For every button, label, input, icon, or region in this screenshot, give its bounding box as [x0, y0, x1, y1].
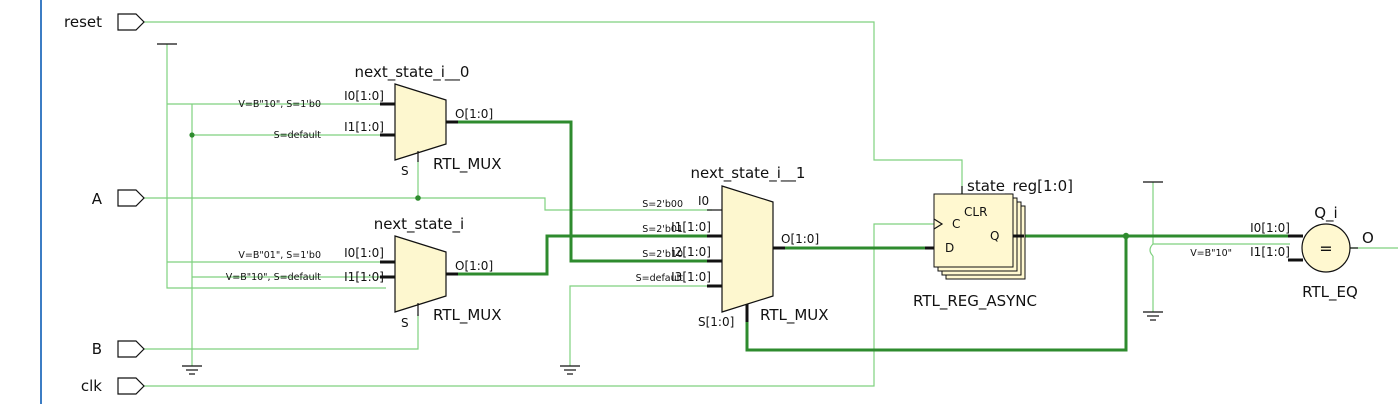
cell-instance-name: Q_i — [1314, 204, 1337, 223]
pin-label: S — [401, 316, 409, 330]
buses — [448, 120, 1290, 352]
register-state-reg[interactable]: state_reg[1:0] C CLR D Q RTL_REG_ASYNC — [913, 177, 1073, 311]
pin-label: I1[1:0] — [671, 220, 711, 234]
input-port-icon — [117, 13, 145, 31]
pin-label: S[1:0] — [698, 315, 734, 329]
pin-condition: V=B"10" — [1190, 248, 1232, 259]
port-label: O — [1362, 229, 1374, 247]
pin-label: I1[1:0] — [344, 270, 384, 284]
cell-instance-name: next_state_i__1 — [691, 164, 806, 183]
pin-label: O[1:0] — [455, 107, 493, 121]
equals-icon: = — [1319, 239, 1332, 258]
pin-label: O[1:0] — [781, 232, 819, 246]
ground-symbols — [157, 43, 1163, 375]
port-label: A — [92, 190, 103, 208]
cell-instance-name: next_state_i — [374, 215, 464, 234]
port-label: reset — [64, 13, 102, 31]
junction-dot — [415, 195, 421, 201]
pin-condition: V=B"10", S=default — [226, 272, 322, 283]
input-port-icon — [117, 377, 145, 395]
pin-label: I0[1:0] — [1250, 221, 1290, 235]
junction-dot — [189, 132, 195, 138]
pin-condition: V=B"01", S=1'b0 — [238, 250, 321, 261]
cell-type: RTL_MUX — [433, 155, 502, 174]
port-label: B — [92, 340, 102, 358]
pin-label: S — [401, 164, 409, 178]
pin-condition: S=2'b01 — [642, 224, 683, 235]
cell-type: RTL_MUX — [433, 306, 502, 325]
cell-instance-name: next_state_i__0 — [355, 63, 470, 82]
pin-condition: S=2'b00 — [642, 199, 683, 210]
port-b[interactable]: B — [92, 340, 145, 358]
mux-next-state-i-1[interactable]: next_state_i__1 S=2'b00 S=2'b01 S=2'b10 … — [636, 164, 829, 329]
cell-type: RTL_EQ — [1302, 283, 1358, 302]
pin-label: I3[1:0] — [671, 270, 711, 284]
mux-shape — [721, 185, 774, 313]
mux-shape — [394, 83, 447, 161]
pin-label: I0[1:0] — [344, 246, 384, 260]
port-label: clk — [81, 377, 102, 395]
pin-condition: S=default — [274, 130, 322, 141]
pin-label: I0 — [698, 194, 709, 208]
wires — [144, 21, 1398, 387]
pin-label: CLR — [964, 205, 987, 219]
pin-label: Q — [990, 229, 999, 243]
clock-triangle-icon — [933, 218, 944, 230]
port-reset[interactable]: reset — [64, 13, 145, 31]
ground-icon — [560, 365, 580, 375]
pin-label: C — [952, 217, 960, 231]
pin-condition: V=B"10", S=1'b0 — [238, 99, 321, 110]
comparator-q-i[interactable]: Q_i = V=B"10" I0[1:0] I1[1:0] RTL_EQ — [1190, 204, 1358, 302]
input-port-icon — [117, 340, 145, 358]
port-o[interactable]: O — [1362, 229, 1374, 247]
cell-type: RTL_MUX — [760, 306, 829, 325]
ground-icon — [1143, 311, 1163, 321]
ground-icon — [182, 365, 202, 375]
mux-next-state-i[interactable]: next_state_i V=B"01", S=1'b0 V=B"10", S=… — [226, 215, 502, 330]
port-a[interactable]: A — [92, 189, 145, 208]
pin-condition: S=2'b10 — [642, 249, 683, 260]
junction-dot — [1122, 232, 1130, 240]
register-body — [933, 193, 1014, 268]
pin-label: I2[1:0] — [671, 245, 711, 259]
pin-label: O[1:0] — [455, 259, 493, 273]
mux-shape — [394, 235, 447, 313]
cell-instance-name: state_reg[1:0] — [967, 177, 1073, 196]
pin-label: I1[1:0] — [1250, 245, 1290, 259]
input-port-icon — [117, 189, 145, 207]
pin-label: I0[1:0] — [344, 89, 384, 103]
mux-next-state-i-0[interactable]: next_state_i__0 V=B"10", S=1'b0 S=defaul… — [238, 63, 501, 178]
port-clk[interactable]: clk — [81, 377, 145, 395]
pin-label: D — [945, 241, 954, 255]
pin-label: I1[1:0] — [344, 120, 384, 134]
pin-condition: S=default — [636, 273, 684, 284]
cell-type: RTL_REG_ASYNC — [913, 292, 1037, 311]
